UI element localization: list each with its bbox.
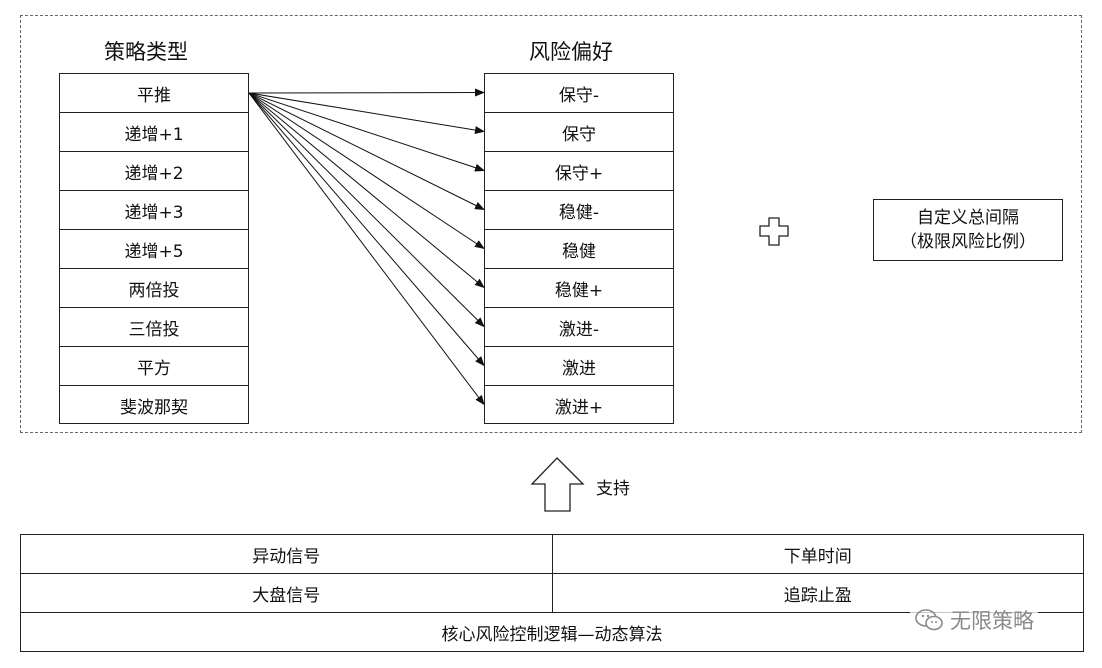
strategy-item: 斐波那契 (120, 398, 188, 418)
strategy-item: 平方 (60, 347, 248, 386)
table-row: 核心风险控制逻辑—动态算法 (21, 613, 1083, 651)
watermark-text: 无限策略 (950, 609, 1034, 633)
custom-interval-box: 自定义总间隔 （极限风险比例） (873, 199, 1063, 261)
wechat-icon (915, 609, 943, 631)
core-logic-table: 异动信号 下单时间 大盘信号 追踪止盈 核心风险控制逻辑—动态算法 (20, 534, 1084, 652)
risk-title: 风险偏好 (529, 40, 613, 64)
strategy-item: 递增+1 (60, 113, 248, 152)
risk-item: 激进- (485, 308, 673, 347)
watermark: 无限策略 (910, 605, 1038, 635)
risk-item: 激进+ (554, 398, 604, 418)
table-row: 大盘信号 追踪止盈 (21, 574, 1083, 613)
strategy-item: 两倍投 (60, 269, 248, 308)
support-label: 支持 (596, 479, 630, 499)
custom-line1: 自定义总间隔 (917, 208, 1019, 228)
risk-item: 稳健- (485, 191, 673, 230)
up-arrow-icon (530, 457, 585, 512)
table-cell: 下单时间 (551, 535, 1084, 573)
risk-item: 激进 (485, 347, 673, 386)
strategy-item: 平推 (60, 74, 248, 113)
table-footer-cell: 核心风险控制逻辑—动态算法 (441, 624, 663, 645)
custom-line2: （极限风险比例） (900, 232, 1036, 252)
table-cell: 大盘信号 (252, 585, 321, 606)
upper-dashed-frame (20, 15, 1082, 433)
risk-item: 稳健+ (485, 269, 673, 308)
risk-item: 保守+ (485, 152, 673, 191)
strategy-item: 递增+2 (60, 152, 248, 191)
strategy-item: 递增+3 (60, 191, 248, 230)
risk-item: 保守- (485, 74, 673, 113)
table-cell: 追踪止盈 (551, 574, 1084, 612)
risk-list: 保守- 保守 保守+ 稳健- 稳健 稳健+ 激进- 激进 激进+ (484, 73, 674, 424)
strategy-title: 策略类型 (104, 40, 188, 64)
risk-item: 保守 (485, 113, 673, 152)
table-cell: 异动信号 (252, 546, 321, 567)
strategy-list: 平推 递增+1 递增+2 递增+3 递增+5 两倍投 三倍投 平方 斐波那契 (59, 73, 249, 424)
strategy-item: 递增+5 (60, 230, 248, 269)
strategy-item: 三倍投 (60, 308, 248, 347)
table-row: 异动信号 下单时间 (21, 535, 1083, 574)
risk-item: 稳健 (485, 230, 673, 269)
